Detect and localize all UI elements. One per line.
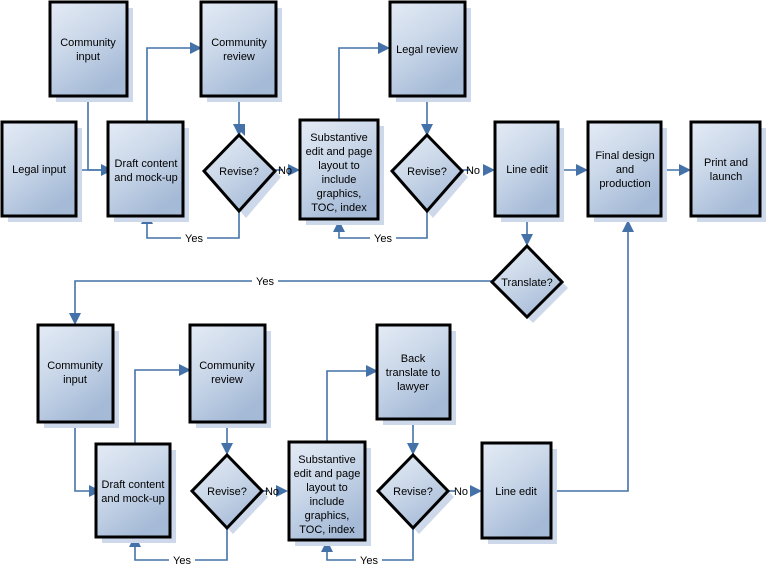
edge-line-edit2-to-final-design xyxy=(551,220,634,492)
node-label-translate: Translate? xyxy=(501,277,553,289)
edge-draft-content-to-community-review xyxy=(146,42,202,122)
node-label-revise-3: Revise? xyxy=(207,486,247,498)
edge-label-revise1-yes: Yes xyxy=(185,233,203,245)
edge-revise2-no-to-line-edit xyxy=(462,164,495,176)
node-legal-review[interactable]: Legal review xyxy=(388,0,467,98)
node-label-substantive-edit-1-l6: TOC, index xyxy=(311,202,367,214)
edge-label-revise3-yes: Yes xyxy=(173,555,191,567)
node-print-and-launch[interactable]: Print and launch xyxy=(689,120,762,218)
edge-substantive-edit2-to-back-translate xyxy=(326,365,378,442)
node-label-community-input-1: Community xyxy=(60,37,116,49)
node-label-line-edit-1: Line edit xyxy=(506,164,548,176)
node-line-edit-2[interactable]: Line edit xyxy=(480,441,553,540)
node-label-print-and-launch-l1: Print and xyxy=(704,157,748,169)
edge-label-revise3-no: No xyxy=(265,486,279,498)
node-label-draft-content-1-line2: and mock-up xyxy=(114,172,178,184)
node-label-back-translate-l3: lawyer xyxy=(397,381,429,393)
node-label-community-review-2-l1: Community xyxy=(199,360,255,372)
node-revise-1[interactable]: Revise? xyxy=(201,132,278,214)
node-label-substantive-edit-2-l5: graphics, xyxy=(305,510,350,522)
node-label-draft-content-2-l1: Draft content xyxy=(102,479,165,491)
node-label-substantive-edit-2-l4: include xyxy=(310,496,345,508)
edge-community-review-to-revise1 xyxy=(233,95,245,136)
node-label-draft-content-2-l2: and mock-up xyxy=(101,493,165,505)
edge-translate-yes-to-community-input2 xyxy=(69,280,492,325)
node-label-substantive-edit-1-l4: include xyxy=(322,174,357,186)
node-label-community-input-2-l1: Community xyxy=(47,360,103,372)
edge-revise1-no-to-substantive-edit xyxy=(275,164,300,176)
node-label-substantive-edit-1-l1: Substantive xyxy=(310,132,367,144)
edge-label-layer: No Yes No Yes Yes No Yes No Yes xyxy=(173,165,480,567)
node-revise-2[interactable]: Revise? xyxy=(389,132,465,214)
node-revise-4[interactable]: Revise? xyxy=(375,452,451,531)
node-label-substantive-edit-2-l6: TOC, index xyxy=(299,524,355,536)
node-label-substantive-edit-1-l2: edit and page xyxy=(306,146,373,158)
node-revise-3[interactable]: Revise? xyxy=(189,452,265,531)
node-label-draft-content-1: Draft content xyxy=(115,158,178,170)
node-back-translate[interactable]: Back translate to lawyer xyxy=(375,323,452,421)
node-label-revise-4: Revise? xyxy=(393,486,433,498)
node-label-substantive-edit-2-l2: edit and page xyxy=(294,468,361,480)
node-substantive-edit-2[interactable]: Substantive edit and page layout to incl… xyxy=(287,440,367,542)
node-substantive-edit-1[interactable]: Substantive edit and page layout to incl… xyxy=(298,118,380,221)
node-label-community-review-1: Community xyxy=(211,37,267,49)
node-label-revise-2: Revise? xyxy=(407,166,447,178)
node-final-design[interactable]: Final design and production xyxy=(586,120,663,218)
node-label-substantive-edit-1-l3: layout to xyxy=(318,160,360,172)
edge-draft-content2-to-community-review2 xyxy=(134,364,191,444)
node-label-back-translate-l2: translate to xyxy=(386,367,440,379)
node-legal-input[interactable]: Legal input xyxy=(0,120,78,218)
edge-label-revise1-no: No xyxy=(278,165,292,177)
node-label-final-design-l2: and xyxy=(616,164,634,176)
node-draft-content-1[interactable]: Draft content and mock-up xyxy=(106,120,185,218)
node-label-back-translate-l1: Back xyxy=(401,353,426,365)
node-community-input-2[interactable]: Community input xyxy=(36,323,115,424)
node-label-print-and-launch-l2: launch xyxy=(710,171,742,183)
edge-community-input-to-draft-content xyxy=(87,95,101,171)
node-label-legal-input: Legal input xyxy=(12,164,66,176)
edge-label-revise4-no: No xyxy=(454,486,468,498)
edge-label-revise4-yes: Yes xyxy=(360,555,378,567)
node-label-final-design-l1: Final design xyxy=(595,150,654,162)
node-label-community-input-1-line2: input xyxy=(76,51,100,63)
edge-label-translate-yes: Yes xyxy=(256,276,274,288)
node-label-substantive-edit-1-l5: graphics, xyxy=(317,188,362,200)
node-line-edit-1[interactable]: Line edit xyxy=(493,120,560,218)
edge-substantive-edit-to-legal-review xyxy=(338,42,390,120)
edge-label-revise2-no: No xyxy=(466,165,480,177)
edge-revise2-yes-to-substantive-edit xyxy=(333,211,428,239)
node-label-revise-1: Revise? xyxy=(219,166,259,178)
node-label-line-edit-2: Line edit xyxy=(495,486,537,498)
connector-layer xyxy=(69,42,691,561)
node-community-review-2[interactable]: Community review xyxy=(188,323,267,424)
node-translate[interactable]: Translate? xyxy=(489,243,565,320)
node-label-substantive-edit-2-l1: Substantive xyxy=(298,454,355,466)
node-community-review-1[interactable]: Community review xyxy=(199,0,278,98)
node-label-substantive-edit-2-l3: layout to xyxy=(306,482,348,494)
node-label-final-design-l3: production xyxy=(599,178,650,190)
node-community-input-1[interactable]: Community input xyxy=(48,0,129,98)
node-label-legal-review: Legal review xyxy=(396,44,458,56)
node-label-community-input-2-l2: input xyxy=(63,374,87,386)
edge-label-revise2-yes: Yes xyxy=(374,233,392,245)
node-label-community-review-2-l2: review xyxy=(211,374,243,386)
node-draft-content-2[interactable]: Draft content and mock-up xyxy=(94,442,172,539)
node-label-community-review-1-line2: review xyxy=(223,51,255,63)
